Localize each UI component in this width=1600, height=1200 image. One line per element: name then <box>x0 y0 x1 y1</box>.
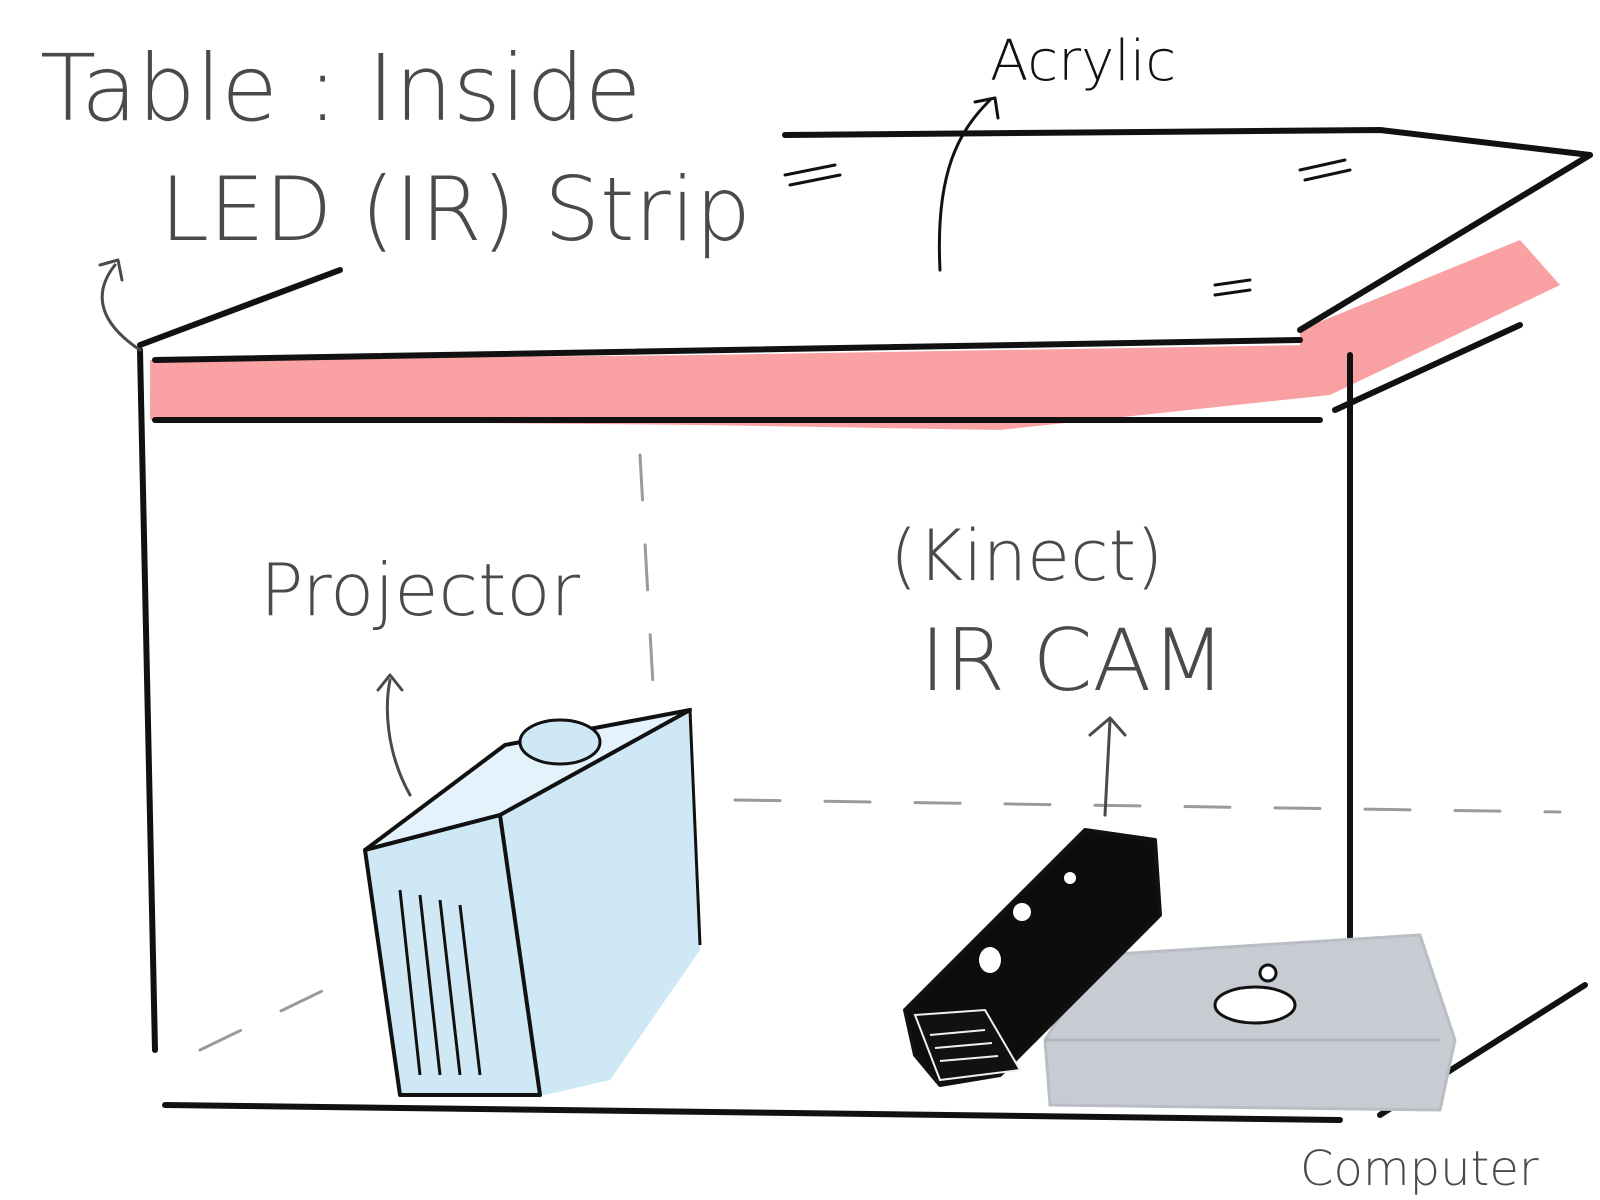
projector-label: Projector <box>260 548 580 632</box>
acrylic-arrow-icon <box>939 98 998 270</box>
projector <box>365 710 700 1095</box>
camera-arrow-icon <box>1090 718 1125 815</box>
led-arrow-icon <box>100 260 140 350</box>
acrylic-label: Acrylic <box>990 29 1176 94</box>
computer-label: Computer <box>1300 1141 1539 1197</box>
projector-arrow-icon <box>378 675 410 795</box>
title-line-2: LED (IR) Strip <box>160 158 751 261</box>
ir-cam-label: IR CAM <box>920 611 1226 711</box>
title-line-1: Table : Inside <box>40 35 641 142</box>
kinect-label: (Kinect) <box>890 515 1163 597</box>
